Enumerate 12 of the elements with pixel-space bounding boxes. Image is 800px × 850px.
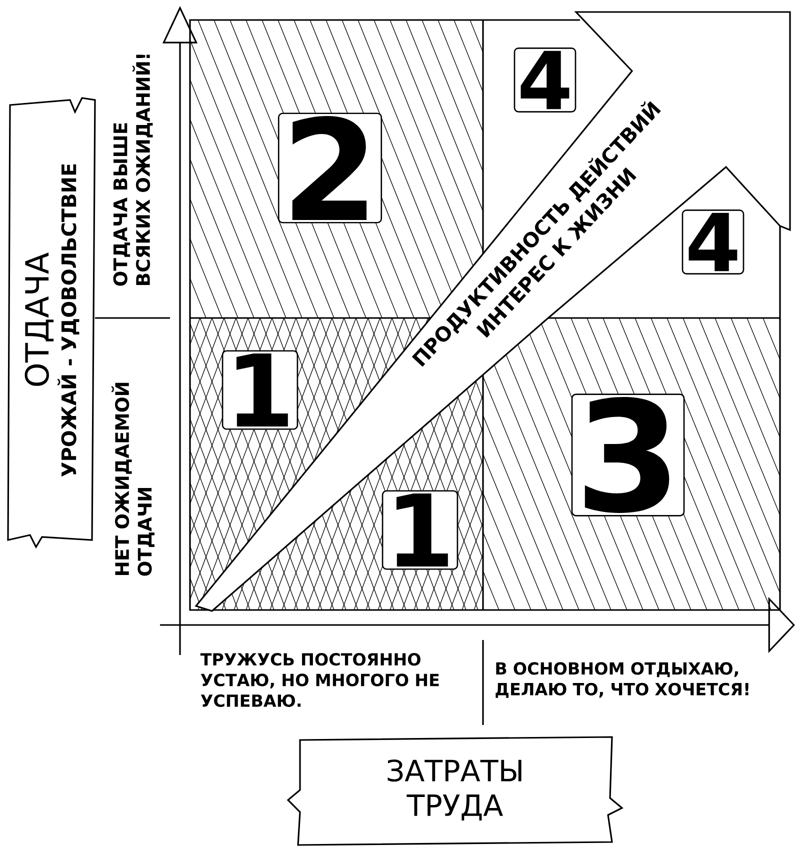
axis-label: В ОСНОВНОМ ОТДЫХАЮ, ДЕЛАЮ ТО, ЧТО ХОЧЕТСЯ! (496, 662, 748, 698)
sign-board: ОТДАЧА УРОЖАЙ - УДОВОЛЬСТВИЕ (7, 97, 96, 549)
quadrant-number: 2 (278, 112, 382, 224)
axis-label: ТРУЖУСЬ ПОСТОЯННО УСТАЮ, НО МНОГОГО НЕ УСПЕВАЮ. (200, 653, 439, 707)
quadrant-number: 4 (514, 48, 576, 112)
quadrant-number: 4 (682, 210, 744, 274)
quadrant-number: 1 (222, 350, 298, 430)
axis-label: ОТДАЧА ВЫШЕ ВСЯКИХ ОЖИДАНИЙ! (113, 54, 153, 286)
quadrant-number: 3 (571, 394, 685, 516)
sign-board: ЗАТРАТЫ ТРУДА (286, 736, 624, 846)
quadrant-number: 1 (382, 490, 458, 570)
axis-label: НЕТ ОЖИДАЕМОЙ ОТДАЧИ (112, 382, 154, 576)
